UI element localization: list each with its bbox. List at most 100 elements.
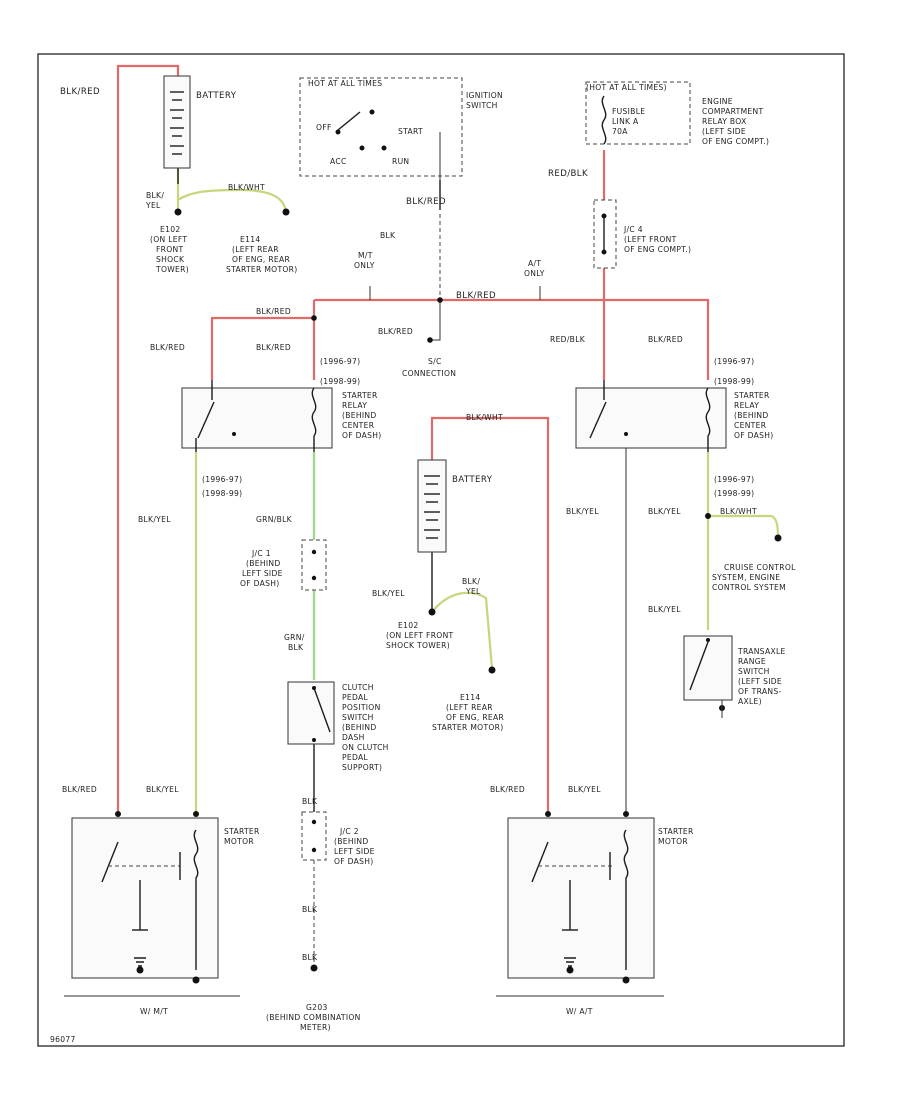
label-red-blk-1: RED/BLK (548, 169, 588, 179)
label-battery-mid: BATTERY (452, 475, 493, 485)
label-yr-1996-97-c: (1996-97) (202, 475, 242, 484)
label-blk-yel-at2: BLK/YEL (648, 507, 681, 516)
label-blk-yel-bot-r: BLK/YEL (568, 785, 601, 794)
bus-junction-center (437, 297, 443, 303)
label-blk-red-left: BLK/RED (150, 343, 185, 352)
label-blk-yel-bot-l: BLK/YEL (146, 785, 179, 794)
label-grn-blk-2: GRN/BLK (284, 633, 305, 652)
jc1-symbol (301, 539, 327, 591)
label-blk-wht-mid: BLK/WHT (466, 413, 503, 422)
label-blk-yel-mt: BLK/YEL (138, 515, 171, 524)
battery-mid-symbol (417, 459, 447, 553)
label-acc: ACC (330, 157, 347, 166)
label-blk-red-bot-r: BLK/RED (490, 785, 525, 794)
wire-sc-connection (430, 300, 441, 341)
fusible-link-symbol (585, 81, 691, 145)
label-yr-1998-99-b: (1998-99) (714, 377, 754, 386)
label-hot-at-all-times-2: (HOT AT ALL TIMES) (586, 83, 667, 92)
label-blk-red-bot-l: BLK/RED (62, 785, 97, 794)
cruise-end-dot (774, 534, 782, 542)
label-start: START (398, 127, 423, 136)
label-w-mt: W/ M/T (140, 1007, 168, 1016)
label-yr-1998-99-d: (1998-99) (714, 489, 754, 498)
label-yr-1996-97-d: (1996-97) (714, 475, 754, 484)
label-w-at: W/ A/T (566, 1007, 593, 1016)
ground-e114-mid-dot (488, 666, 496, 674)
wire-cruise-control-branch (708, 514, 780, 537)
label-battery-top: BATTERY (196, 91, 237, 101)
label-grn-blk: GRN/BLK (256, 515, 293, 524)
starter-relay-mt-symbol (181, 380, 333, 452)
ground-e102-top-dot (174, 208, 182, 216)
label-blk-red-top-left: BLK/RED (60, 87, 100, 97)
label-blk-yel-at: BLK/YEL (566, 507, 599, 516)
label-blk-2: BLK (302, 905, 318, 914)
bus-junction-left (311, 315, 317, 321)
wire-mid-battery-ground-yel (431, 591, 494, 669)
label-yr-1996-97-b: (1996-97) (714, 357, 754, 366)
clutch-switch-symbol (287, 681, 335, 745)
label-yr-1998-99-a: (1998-99) (320, 377, 360, 386)
label-blk-wht-at: BLK/WHT (720, 507, 757, 516)
wire-blk-red-battery-mt-starter (116, 64, 180, 812)
cruise-junction-dot (705, 513, 711, 519)
starter-motor-mt-symbol (71, 811, 219, 984)
label-blk-red-mt-relay2: BLK/RED (256, 343, 291, 352)
starter-motor-at-symbol (507, 811, 655, 984)
ground-e102-mid-dot (428, 608, 436, 616)
label-red-blk-2: RED/BLK (550, 335, 586, 344)
label-figure-id: 96077 (50, 1035, 76, 1044)
label-blk-wht-1: BLK/WHT (228, 183, 265, 192)
jc2-symbol (301, 811, 327, 861)
wire-red-bus-left (210, 300, 316, 380)
jc4-symbol (593, 199, 617, 269)
label-run: RUN (392, 157, 409, 166)
label-off: OFF (316, 123, 332, 132)
label-blk-1: BLK (302, 797, 318, 806)
label-blk-yel-at3: BLK/YEL (648, 605, 681, 614)
ground-e114-top-dot (282, 208, 290, 216)
battery-top-symbol (163, 75, 191, 169)
label-blk-red-at: BLK/RED (648, 335, 683, 344)
label-yr-1998-99-c: (1998-99) (202, 489, 242, 498)
label-blk-red-mt-relay: BLK/RED (256, 307, 291, 316)
label-blk-red-bus: BLK/RED (456, 291, 496, 301)
transaxle-range-switch-symbol (683, 635, 733, 718)
label-yr-1996-97-a: (1996-97) (320, 357, 360, 366)
label-blk-red-ign: BLK/RED (406, 197, 446, 207)
label-blk-yel-bat-mid2: BLK/YEL (462, 577, 481, 596)
label-blk-ign-2: BLK (380, 231, 396, 240)
label-blk-red-sc: BLK/RED (378, 327, 413, 336)
wire-red-bus (314, 298, 710, 380)
ignition-switch-symbol (299, 77, 463, 180)
label-blk-yel-bat-mid: BLK/YEL (372, 589, 405, 598)
starter-relay-at-symbol (575, 380, 727, 452)
label-hot-at-all-times-1: HOT AT ALL TIMES (308, 79, 382, 88)
wire-blk-red-mid-battery-to-at-starter (430, 416, 550, 812)
label-blk-yel-bat-top: BLK/YEL (145, 191, 164, 210)
sc-connection-dot (427, 337, 433, 343)
ground-g203-dot (310, 964, 318, 972)
